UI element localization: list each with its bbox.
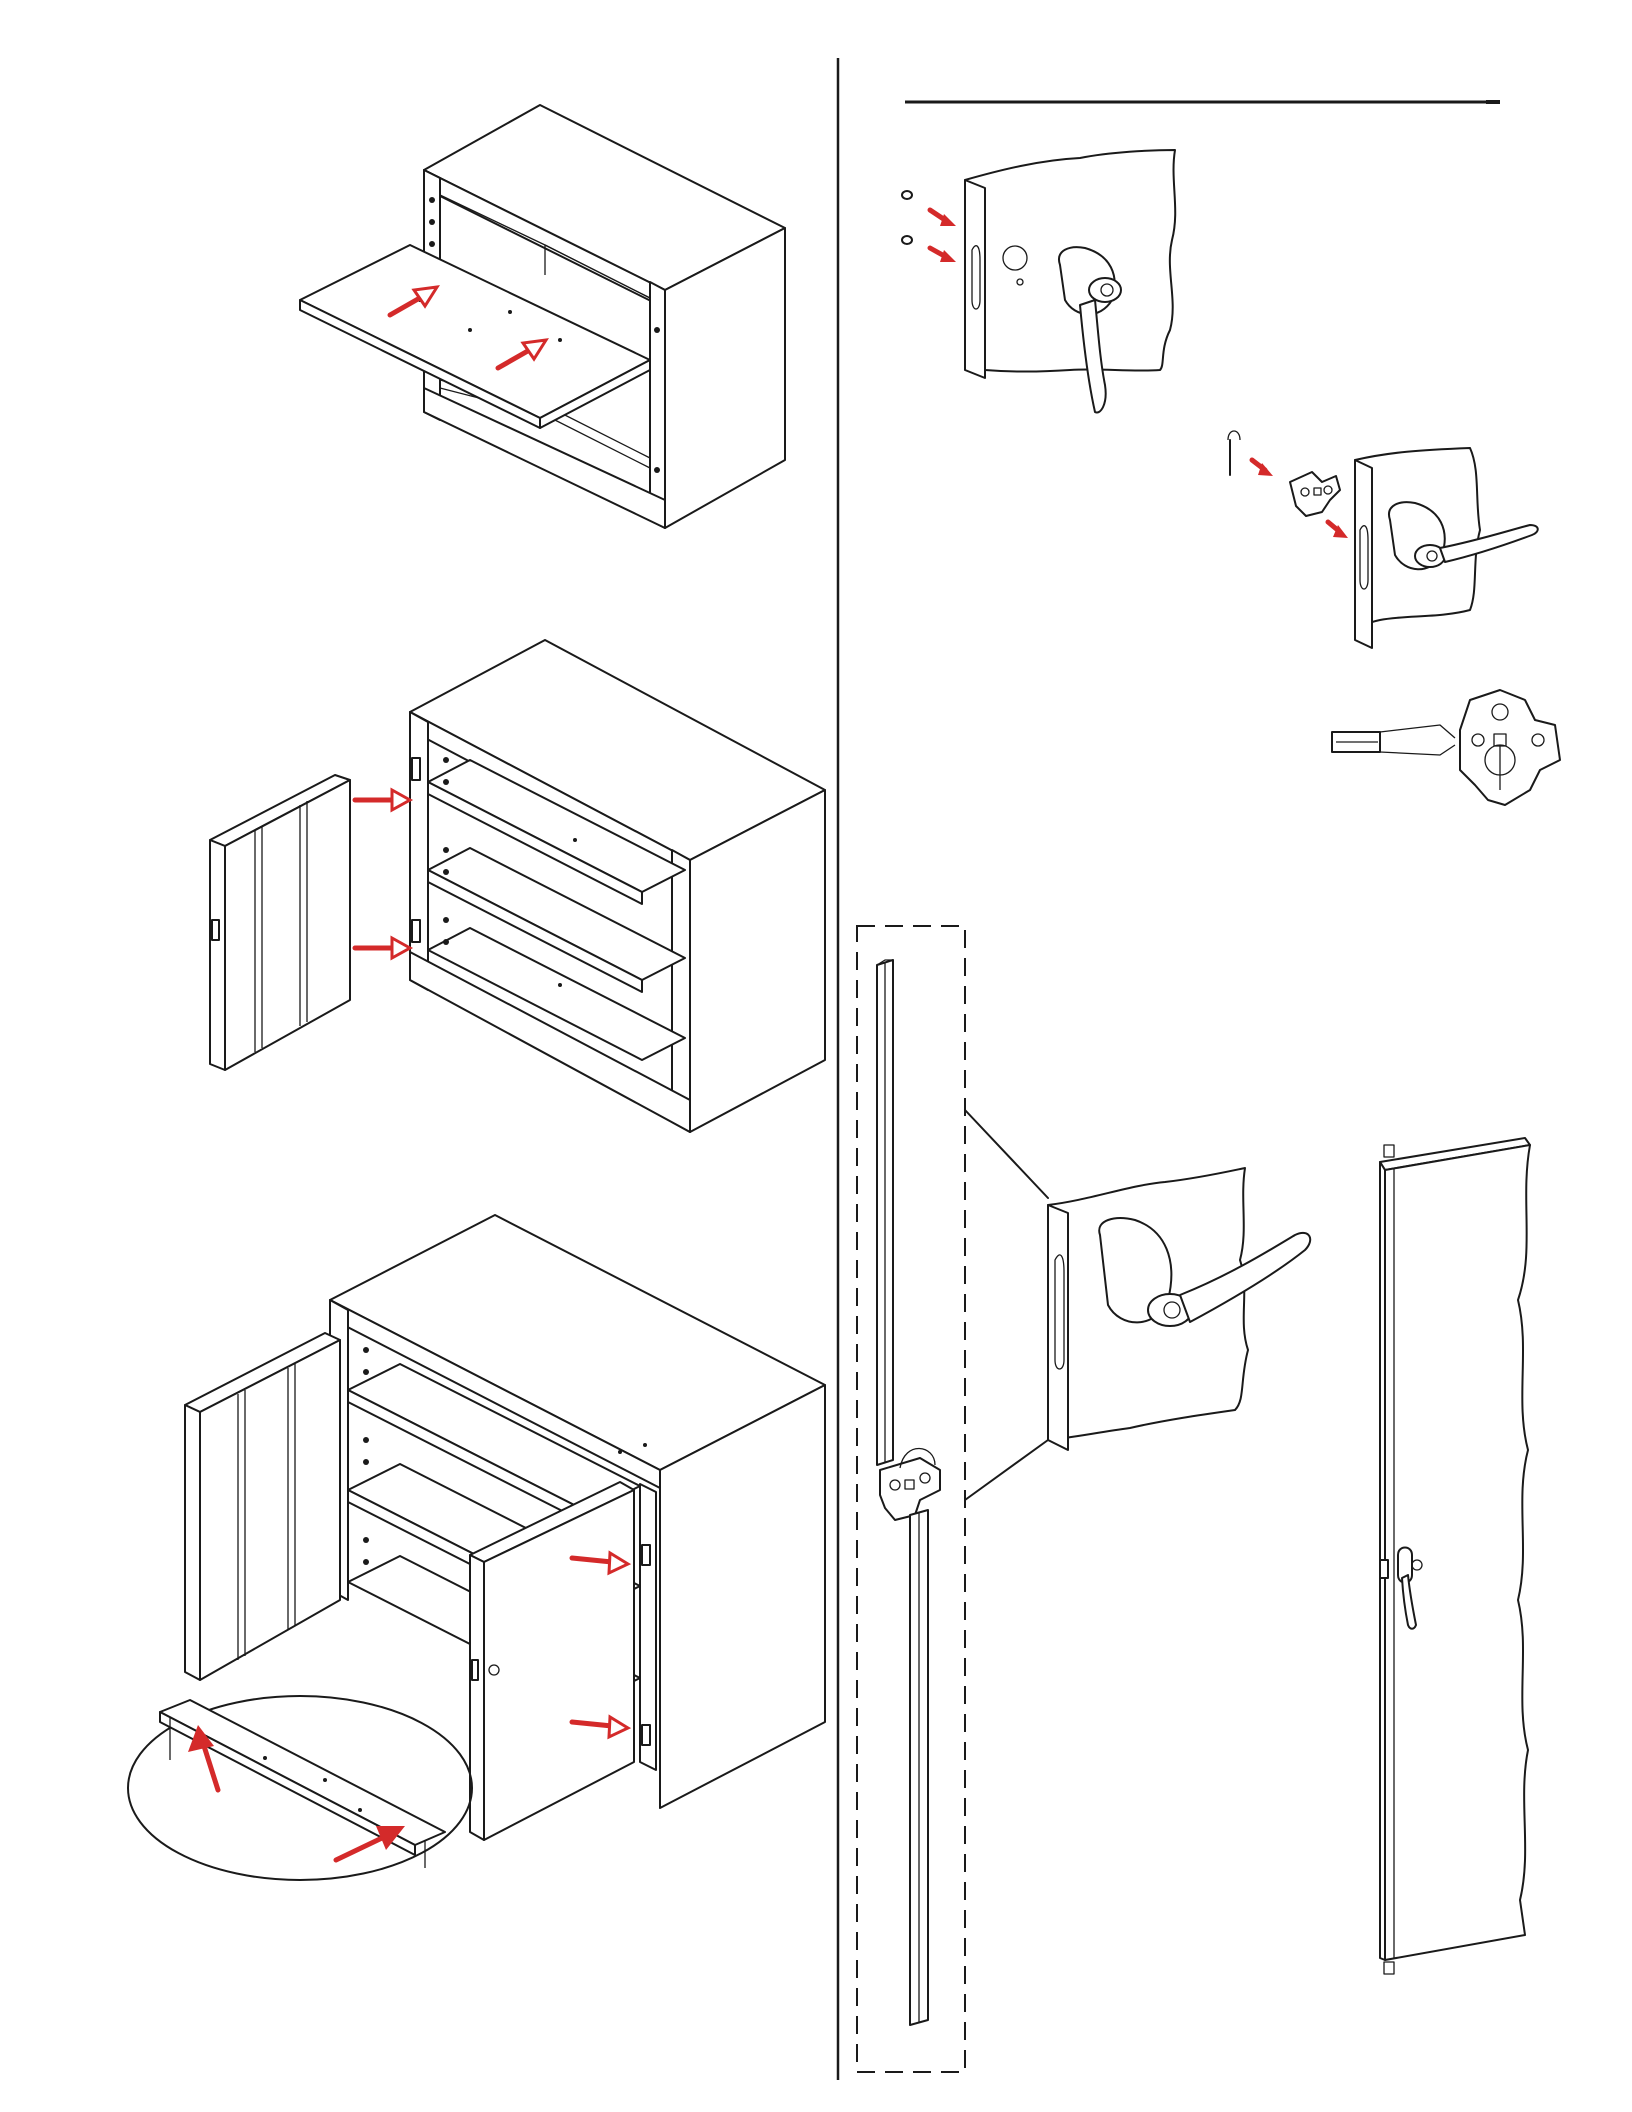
latch-assembly-detail: [1332, 690, 1560, 805]
door-with-handle: [1380, 1138, 1530, 1974]
handle-bolts-step: [902, 150, 1175, 413]
shelf-insertion-step: [300, 105, 785, 528]
second-door-mounting-step: [128, 1215, 825, 1880]
lock-rod-detail: [857, 926, 1310, 2072]
door-hinge-mounting-step: [210, 640, 825, 1132]
latch-plate-step: [1228, 431, 1538, 648]
